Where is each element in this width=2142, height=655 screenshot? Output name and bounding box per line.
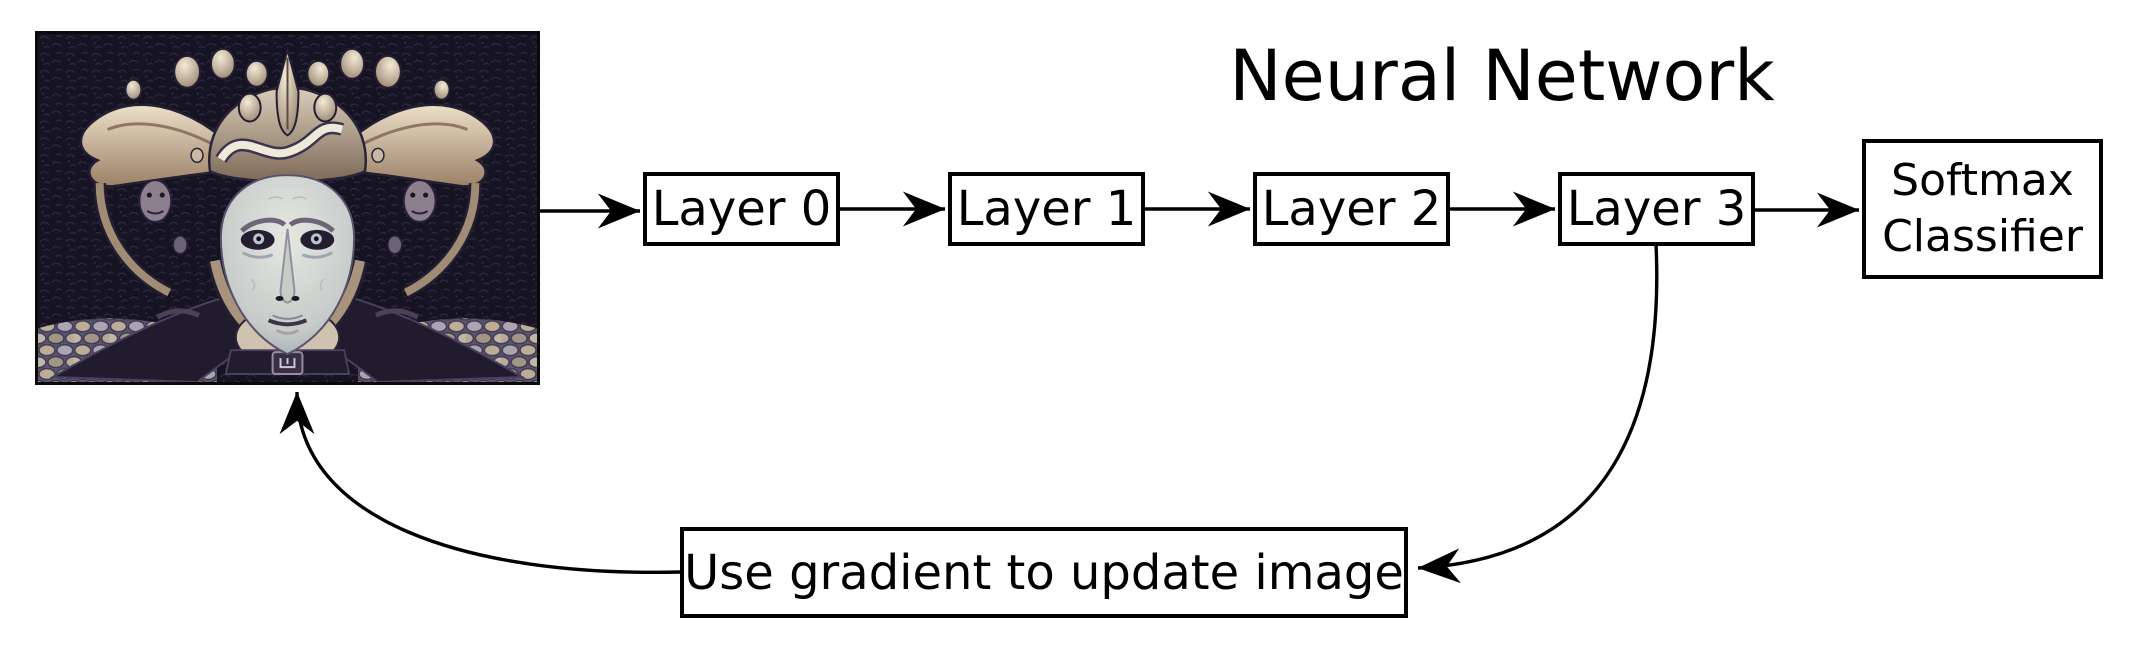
artwork-left-side bbox=[38, 47, 289, 382]
node-layer0: Layer 0 bbox=[643, 172, 840, 246]
artwork-collar bbox=[224, 349, 351, 376]
node-layer0-label: Layer 0 bbox=[651, 181, 832, 237]
artwork-face bbox=[219, 174, 356, 356]
input-image bbox=[35, 31, 540, 385]
node-update-image: Use gradient to update image bbox=[680, 527, 1408, 618]
node-softmax-classifier: Softmax Classifier bbox=[1862, 139, 2103, 279]
arrow-update-to-image bbox=[279, 391, 681, 575]
node-layer1: Layer 1 bbox=[948, 172, 1145, 246]
node-softmax-label: Softmax Classifier bbox=[1882, 155, 2083, 262]
node-layer1-label: Layer 1 bbox=[956, 181, 1137, 237]
page-title: Neural Network bbox=[1229, 35, 1775, 117]
input-image-art bbox=[38, 34, 537, 382]
node-layer3-label: Layer 3 bbox=[1566, 181, 1747, 237]
arrow-layer3-to-update bbox=[1417, 243, 1659, 584]
artwork-spike bbox=[275, 45, 300, 137]
node-layer3: Layer 3 bbox=[1558, 172, 1755, 246]
node-layer2-label: Layer 2 bbox=[1261, 181, 1442, 237]
node-layer2: Layer 2 bbox=[1253, 172, 1450, 246]
node-update-label: Use gradient to update image bbox=[684, 544, 1404, 601]
